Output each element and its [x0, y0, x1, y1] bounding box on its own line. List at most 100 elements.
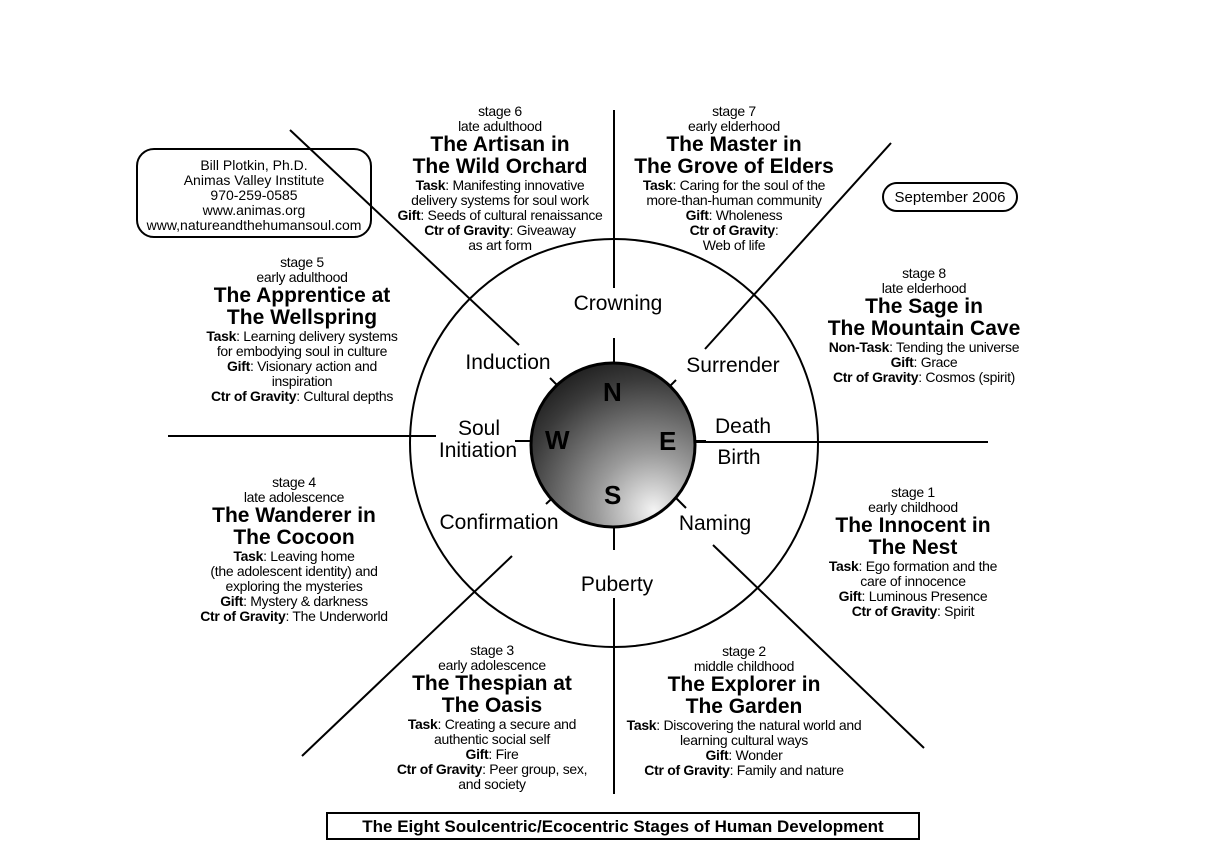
ctr-label: Ctr of Gravity	[644, 762, 730, 778]
spoke-southeast	[712, 544, 925, 749]
stage-title: The Wanderer in	[212, 504, 376, 527]
stage-5-card: stage 5 early adulthood The Apprentice a…	[182, 255, 422, 404]
stage-center: Ctr of Gravity: The Underworld	[174, 609, 414, 624]
gift-label: Gift	[465, 746, 489, 762]
stage-number: stage 6	[478, 103, 522, 119]
author-contact-box: Bill Plotkin, Ph.D. Animas Valley Instit…	[136, 148, 372, 238]
stage-center-line-2: Web of life	[702, 237, 766, 253]
stage-task-line-2: authentic social self	[434, 731, 550, 747]
stage-task-line-2: more-than-human community	[646, 192, 822, 208]
ctr-label: Ctr of Gravity	[689, 222, 776, 238]
stage-title-line-2: The Wellspring	[226, 306, 378, 329]
stage-gift-line-2: inspiration	[271, 373, 333, 389]
gift-text: : Fire	[488, 746, 519, 762]
stage-number: stage 3	[470, 642, 514, 658]
stage-gift: Gift: Fire	[372, 747, 612, 762]
ctr-text: : The Underworld	[285, 608, 388, 624]
spoke-southwest	[301, 555, 513, 757]
task-text: : Ego formation and the	[858, 558, 998, 574]
stage-gift: Gift: Grace	[804, 355, 1044, 370]
gift-label: Gift	[890, 354, 914, 370]
ctr-label: Ctr of Gravity	[424, 222, 510, 238]
compass-south: S	[604, 480, 622, 510]
stage-8-card: stage 8 late elderhood The Sage in The M…	[804, 266, 1044, 385]
stage-center: Ctr of Gravity: Giveaway	[380, 223, 620, 238]
stage-title-line-2: The Grove of Elders	[634, 155, 834, 178]
stage-center: Ctr of Gravity: Cosmos (spirit)	[804, 370, 1044, 385]
author-institute: Animas Valley Institute	[183, 172, 325, 188]
stage-gift: Gift: Luminous Presence	[793, 589, 1033, 604]
stage-title: The Explorer in	[667, 673, 821, 696]
stage-6-card: stage 6 late adulthood The Artisan in Th…	[380, 104, 620, 253]
stage-task: Task: Creating a secure and	[372, 717, 612, 732]
stage-center: Ctr of Gravity:	[614, 223, 854, 238]
ring-label-puberty: Puberty	[580, 573, 654, 596]
ring-label-naming: Naming	[678, 512, 752, 535]
ring-label-soul: Soul	[457, 417, 501, 440]
stage-task: Task: Discovering the natural world and	[614, 718, 874, 733]
ring-label-death: Death	[714, 415, 772, 438]
author-website: www.animas.org	[202, 202, 306, 218]
stage-task: Task: Learning delivery systems	[182, 329, 422, 344]
stage-task-line-2: care of innocence	[860, 573, 966, 589]
stage-gift: Gift: Wonder	[614, 748, 874, 763]
ctr-label: Ctr of Gravity	[832, 369, 919, 385]
ring-label-initiation: Initiation	[438, 439, 518, 462]
author-name: Bill Plotkin, Ph.D.	[200, 157, 308, 173]
stage-task: Task: Manifesting innovative	[380, 178, 620, 193]
gift-label: Gift	[838, 588, 862, 604]
stage-age: early elderhood	[687, 118, 780, 134]
compass-globe	[529, 361, 697, 529]
stage-age: early adolescence	[438, 657, 546, 673]
gift-text: : Grace	[913, 354, 958, 370]
stage-title-line-2: The Cocoon	[233, 526, 355, 549]
task-label: Task	[642, 177, 673, 193]
stage-1-card: stage 1 early childhood The Innocent in …	[793, 485, 1033, 619]
author-phone: 970-259-0585	[210, 187, 298, 203]
ctr-text: : Spirit	[936, 603, 975, 619]
task-label: Task	[407, 716, 438, 732]
gift-text: : Luminous Presence	[861, 588, 988, 604]
task-label: Task	[415, 177, 446, 193]
stage-center-line-2: and society	[458, 776, 526, 792]
ctr-text: : Family and nature	[729, 762, 844, 778]
stage-gift: Gift: Mystery & darkness	[174, 594, 414, 609]
stage-number: stage 7	[712, 103, 756, 119]
author-website-2: www,natureandthehumansoul.com	[146, 217, 362, 233]
stage-age: late adolescence	[243, 489, 345, 505]
gift-text: : Mystery & darkness	[243, 593, 368, 609]
stage-age: early childhood	[868, 499, 958, 515]
stage-age: late elderhood	[881, 280, 967, 296]
stage-task: Task: Caring for the soul of the	[614, 178, 854, 193]
gift-label: Gift	[220, 593, 244, 609]
ring-label-surrender: Surrender	[686, 354, 780, 377]
date-badge: September 2006	[882, 182, 1018, 212]
outer-circle	[409, 238, 819, 648]
ring-label-confirmation: Confirmation	[439, 511, 559, 534]
ctr-text: : Giveaway	[509, 222, 577, 238]
ctr-text: : Peer group, sex,	[482, 761, 588, 777]
stage-task-line-2: (the adolescent identity) and	[210, 563, 378, 579]
gift-text: : Visionary action and	[249, 358, 377, 374]
task-text: : Caring for the soul of the	[672, 177, 826, 193]
gift-label: Gift	[685, 207, 709, 223]
stage-number: stage 8	[902, 265, 946, 281]
non-task-label: Non-Task	[828, 339, 890, 355]
stage-3-card: stage 3 early adolescence The Thespian a…	[372, 643, 612, 792]
stage-title: The Apprentice at	[213, 284, 391, 307]
stage-number: stage 1	[891, 484, 935, 500]
stage-title: The Thespian at	[412, 672, 572, 695]
stage-center: Ctr of Gravity: Peer group, sex,	[372, 762, 612, 777]
gift-text: : Seeds of cultural renaissance	[420, 207, 603, 223]
figure-caption: The Eight Soulcentric/Ecocentric Stages …	[326, 812, 920, 840]
stage-center: Ctr of Gravity: Cultural depths	[182, 389, 422, 404]
ring-label-birth: Birth	[717, 446, 761, 469]
task-label: Task	[626, 717, 657, 733]
ctr-label: Ctr of Gravity	[200, 608, 286, 624]
ctr-text: : Cultural depths	[296, 388, 394, 404]
stage-center: Ctr of Gravity: Family and nature	[614, 763, 874, 778]
stage-4-card: stage 4 late adolescence The Wanderer in…	[174, 475, 414, 624]
stage-title-line-2: The Wild Orchard	[412, 155, 588, 178]
stage-title-line-2: The Nest	[868, 536, 958, 559]
task-text: : Leaving home	[263, 548, 355, 564]
